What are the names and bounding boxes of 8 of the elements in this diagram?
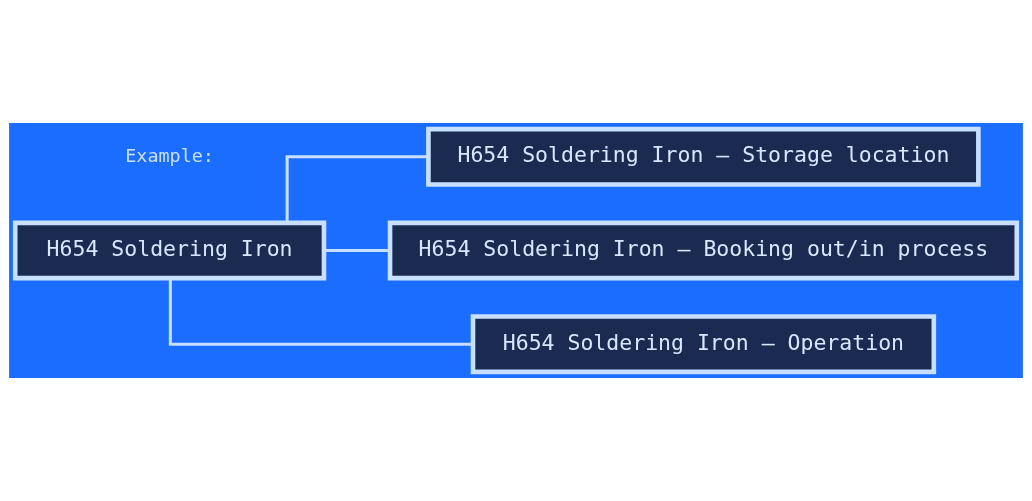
node-box: H654 Soldering Iron – Operation [470, 314, 937, 375]
node-box: H654 Soldering Iron [12, 220, 327, 281]
node-box: H654 Soldering Iron – Booking out/in process [387, 220, 1020, 281]
label: Example: [125, 144, 214, 166]
node-box: H654 Soldering Iron – Storage location [426, 126, 981, 187]
connector [324, 248, 391, 253]
connector [285, 155, 429, 223]
connector [168, 278, 473, 346]
